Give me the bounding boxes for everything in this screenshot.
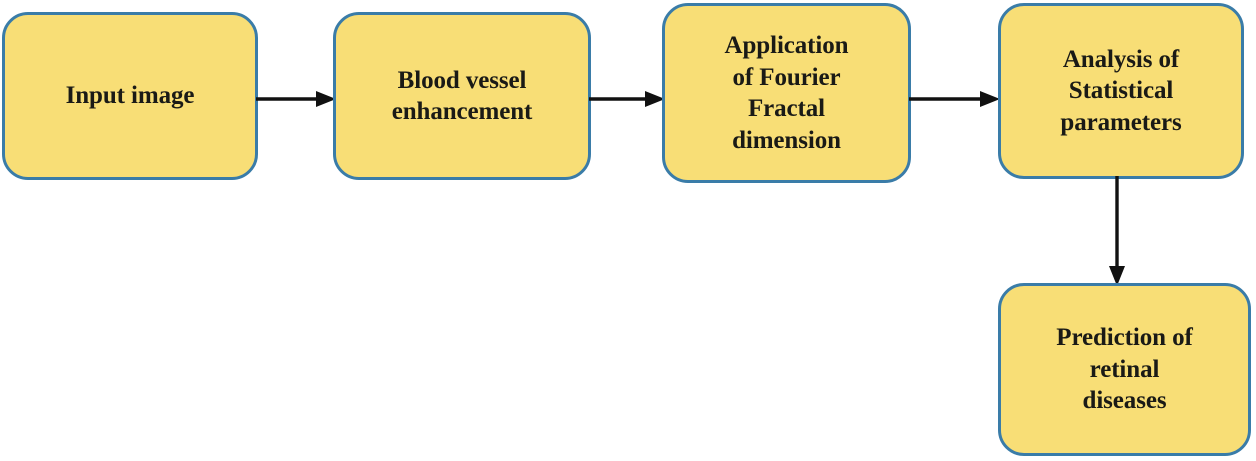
arrow-statistical-parameters-to-prediction-retinal-diseases	[1109, 176, 1125, 286]
node-fourier-fractal-dimension-label: Application of Fourier Fractal dimension	[724, 32, 849, 154]
node-blood-vessel-enhancement-label: Blood vessel enhancement	[391, 66, 533, 126]
node-prediction-retinal-diseases[interactable]: Prediction of retinal diseases	[998, 283, 1251, 456]
arrow-input-image-to-blood-vessel-enhancement	[256, 91, 336, 107]
node-prediction-retinal-diseases-label: Prediction of retinal diseases	[1056, 324, 1193, 415]
node-fourier-fractal-dimension[interactable]: Application of Fourier Fractal dimension	[662, 3, 911, 183]
node-statistical-parameters-label: Analysis of Statistical parameters	[1060, 45, 1182, 136]
arrow-fourier-fractal-dimension-to-statistical-parameters	[909, 91, 1000, 107]
node-input-image[interactable]: Input image	[2, 12, 258, 180]
node-blood-vessel-enhancement[interactable]: Blood vessel enhancement	[333, 12, 591, 180]
node-input-image-label: Input image	[65, 82, 195, 110]
node-statistical-parameters[interactable]: Analysis of Statistical parameters	[998, 3, 1244, 179]
arrow-blood-vessel-enhancement-to-fourier-fractal-dimension	[589, 91, 665, 107]
